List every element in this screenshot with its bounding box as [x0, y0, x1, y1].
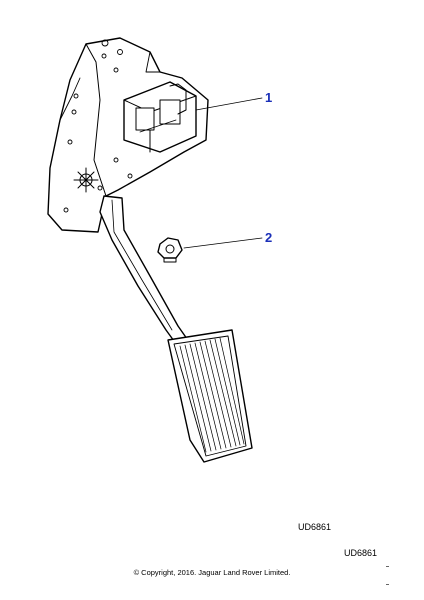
- tick-mark: [386, 584, 389, 585]
- leader-line-1: [195, 97, 263, 111]
- pedal-arm: [99, 195, 193, 353]
- tick-mark: [386, 566, 389, 567]
- nut-part: [157, 237, 183, 263]
- pivot-mechanism: [73, 167, 99, 193]
- illustration-code: UD6861: [298, 522, 332, 532]
- page-code: UD6861: [344, 548, 378, 558]
- pedal-pad: [167, 329, 253, 463]
- leader-line-2: [183, 237, 263, 249]
- pedal-pad-ribs: [179, 337, 245, 453]
- callout-number-2: 2: [265, 230, 273, 245]
- copyright-notice: © Copyright, 2016. Jaguar Land Rover Lim…: [133, 568, 291, 577]
- callout-number-1: 1: [265, 90, 273, 105]
